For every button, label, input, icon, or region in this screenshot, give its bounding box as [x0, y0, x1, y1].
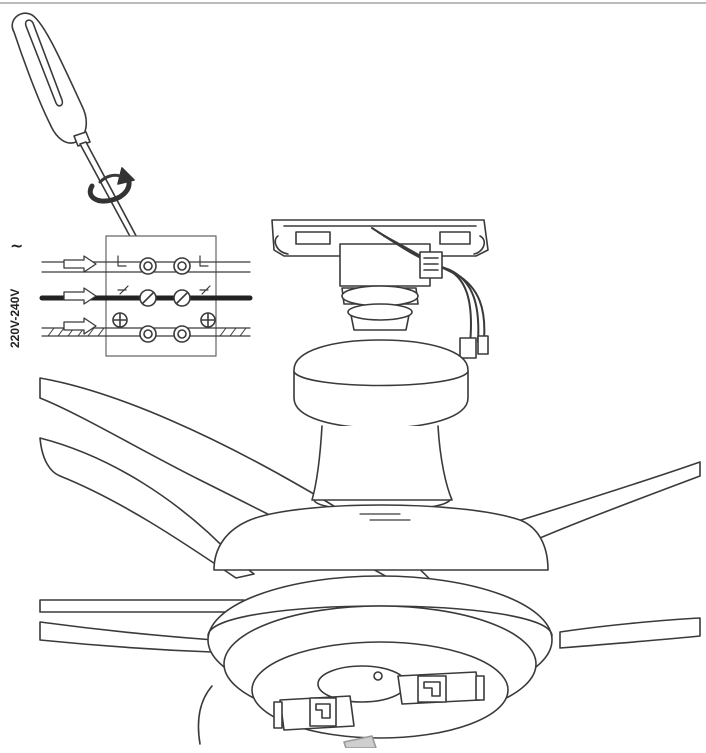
terminal-screw — [173, 289, 191, 307]
plug-connector — [459, 337, 477, 359]
fan-blade-left-lower — [39, 437, 255, 579]
terminal-screw — [139, 325, 157, 343]
voltage-label: 220V-240V — [8, 288, 22, 348]
fan-blade-bottom-left — [39, 599, 245, 745]
canopy — [293, 339, 469, 429]
terminal-screw — [173, 325, 191, 343]
arrow-right-icon — [63, 255, 97, 335]
terminal-screw — [112, 312, 128, 328]
terminal-screw — [139, 257, 157, 275]
light-rod — [343, 735, 377, 749]
motor-housing — [207, 425, 553, 739]
terminal-screw — [139, 289, 157, 307]
wire-bundle — [371, 227, 489, 359]
ac-symbol: ~ — [10, 236, 24, 255]
terminal-screw — [200, 312, 216, 328]
wire-connector — [419, 251, 443, 279]
light-module-right — [397, 671, 485, 705]
terminal-block — [39, 235, 253, 357]
light-module-left — [273, 695, 355, 731]
terminal-screw — [173, 257, 191, 275]
rotate-arrow-icon — [87, 167, 135, 204]
screwdriver-icon — [11, 12, 154, 273]
